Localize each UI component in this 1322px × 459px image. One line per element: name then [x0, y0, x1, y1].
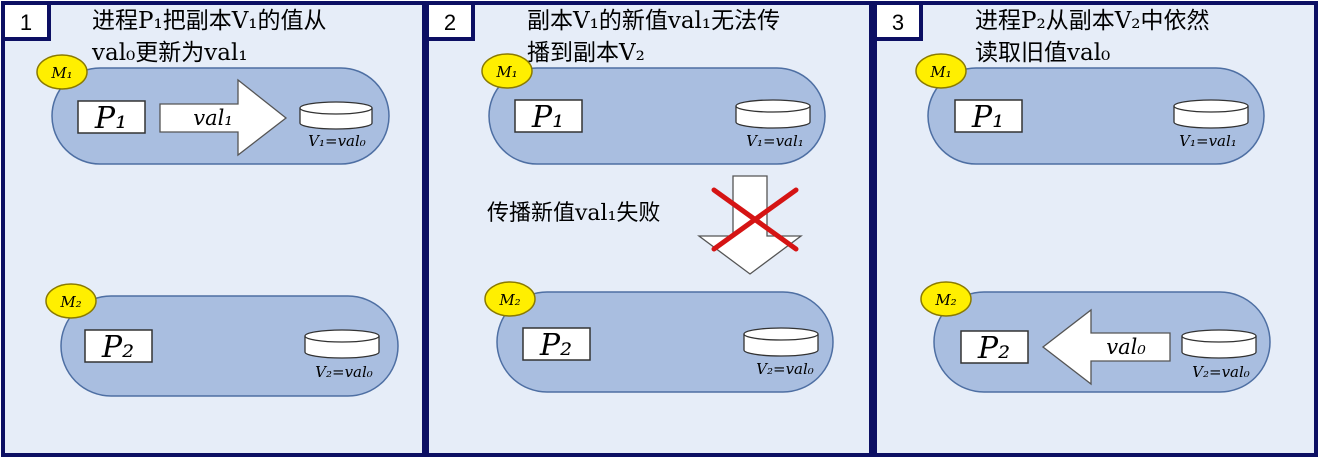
panel-2-fail-label: 传播新值val₁失败 [487, 201, 660, 226]
panel-2-number-tab [425, 1, 475, 41]
panel-1-replica-v1-icon [299, 101, 373, 130]
panel-1-update-arrow [159, 78, 288, 157]
panel-1-title-line2: val₀更新为val₁ [91, 40, 248, 66]
panel-1-arrow-label: val₁ [193, 106, 233, 130]
panel-2-v1-caption: V₁=val₁ [746, 132, 804, 150]
panel-3-replica-v1-icon [1173, 99, 1249, 129]
panel-2-machine-m1 [488, 67, 826, 165]
panel-1-title-line1: 进程P₁把副本V₁的值从 [92, 8, 327, 34]
panel-3-title-line1: 进程P₂从副本V₂中依然 [975, 8, 1210, 34]
panel-2-replica-v2-icon [743, 327, 819, 357]
panel-3-machine-m1 [927, 67, 1265, 165]
panel-3-read-arrow [1041, 308, 1171, 386]
panel-2-title-line2: 播到副本V₂ [527, 40, 645, 66]
panel-2-process-p2 [522, 327, 591, 361]
panel-2-p1-label: P₁ [531, 100, 564, 135]
panel-3-process-p2 [960, 330, 1029, 364]
panel-2-v2-caption: V₂=val₀ [756, 360, 814, 378]
panel-1-machine-m2 [60, 295, 399, 397]
panel-2-m1-label: M₁ [495, 63, 517, 81]
panel-1-m2-label: M₂ [59, 293, 81, 311]
panel-2-m2-label-badge [484, 281, 536, 317]
panel-1-number-tab [1, 1, 51, 41]
panel-2: 2 副本V₁的新值val₁无法传 播到副本V₂ M₁ P₁ V₁=val₁ 传播… [425, 1, 873, 457]
panel-2-m2-label: M₂ [498, 291, 520, 309]
panel-1-process-p2 [84, 329, 153, 363]
panel-3-p2-label: P₂ [977, 331, 1010, 366]
panel-1-m1-label-badge [36, 54, 88, 90]
panel-1-m2-label-badge [45, 283, 97, 319]
panel-2-m1-label-badge [481, 53, 533, 89]
panel-3-process-p1 [954, 99, 1023, 133]
panel-3-m1-label-badge [915, 53, 967, 89]
panel-3-m2-label-badge [920, 281, 972, 317]
panel-1-p1-label: P₁ [94, 101, 127, 136]
panel-1-v1-caption: V₁=val₀ [308, 132, 366, 150]
panel-1-m1-label: M₁ [50, 64, 72, 82]
panel-3: 3 进程P₂从副本V₂中依然 读取旧值val₀ M₁ P₁ V₁=val₁ M₂… [873, 1, 1318, 457]
panel-1-p2-label: P₂ [101, 330, 134, 365]
panel-1-number: 1 [20, 10, 32, 35]
panel-3-v2-caption: V₂=val₀ [1192, 363, 1250, 381]
panel-1-replica-v2-icon [304, 329, 380, 359]
panel-2-fail-cross-stroke-b [711, 187, 799, 252]
panel-2-process-p1 [514, 99, 583, 133]
panel-3-m1-label: M₁ [929, 63, 951, 81]
panel-2-title-line1: 副本V₁的新值val₁无法传 [527, 8, 780, 34]
panel-3-arrow-label: val₀ [1106, 335, 1146, 359]
panel-3-replica-v2-icon [1181, 329, 1257, 359]
panel-1-v2-caption: V₂=val₀ [315, 363, 373, 381]
panel-3-v1-caption: V₁=val₁ [1179, 132, 1237, 150]
panel-2-p2-label: P₂ [539, 328, 572, 363]
panel-2-number: 2 [444, 10, 456, 35]
panel-3-number: 3 [892, 10, 904, 35]
panel-3-title-line2: 读取旧值val₀ [975, 40, 1110, 66]
panel-3-p1-label: P₁ [971, 100, 1004, 135]
panel-2-machine-m2 [496, 291, 834, 393]
panel-3-number-tab [873, 1, 923, 41]
panel-2-replica-v1-icon [735, 99, 811, 129]
panel-1: 1 进程P₁把副本V₁的值从 val₀更新为val₁ M₁ P₁ val₁ V₁… [1, 1, 426, 457]
panel-3-m2-label: M₂ [934, 291, 956, 309]
panel-1-process-p1 [77, 100, 146, 134]
